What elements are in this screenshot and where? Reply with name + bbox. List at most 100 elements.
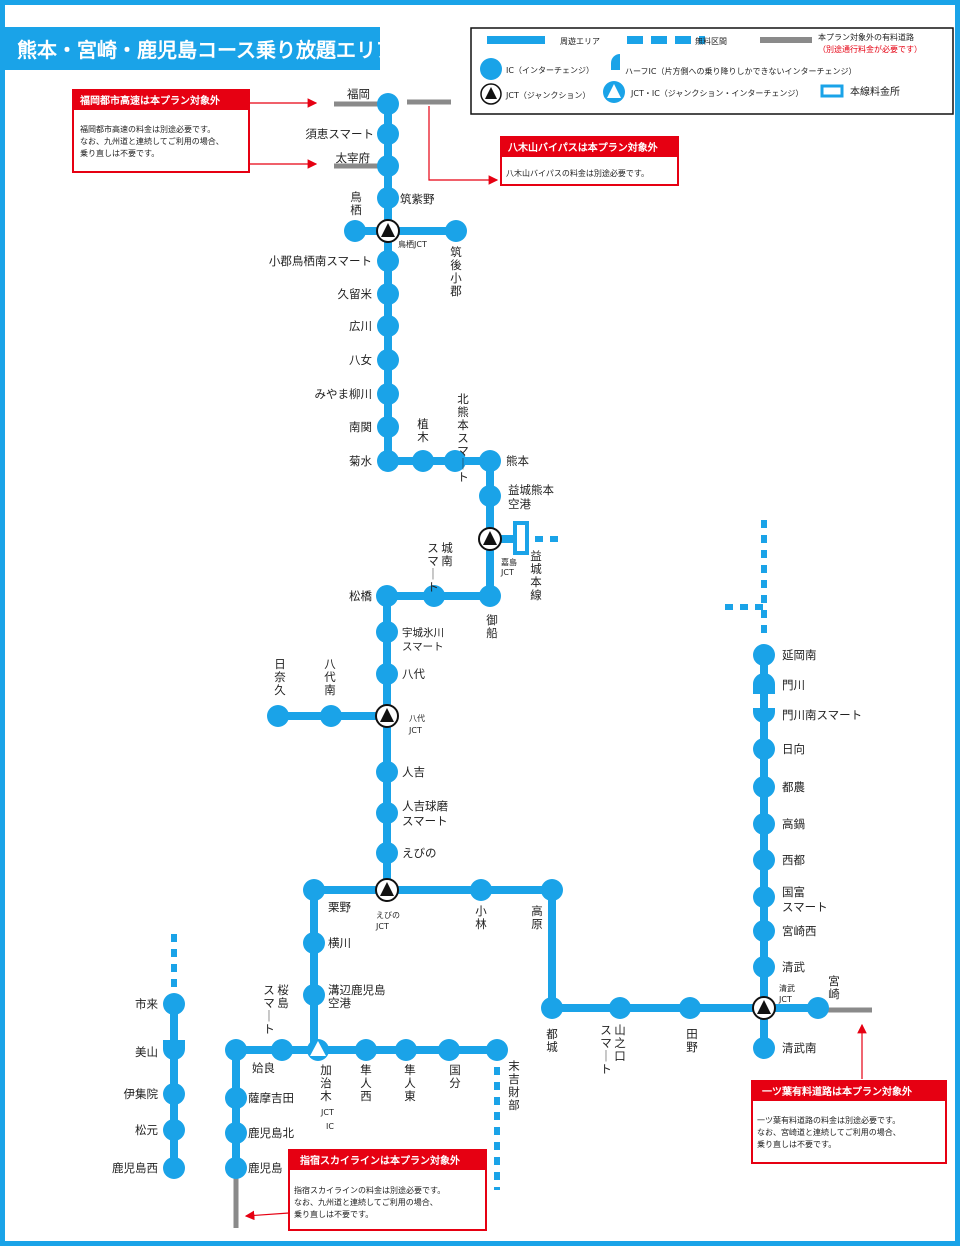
label-yatsushiro-jct-2: JCT	[408, 726, 422, 735]
label-ijuin: 伊集院	[124, 1087, 159, 1101]
label-hayato-higashi: 隼人東	[404, 1063, 416, 1103]
legend-toll-gate-label: 本線料金所	[850, 85, 900, 98]
label-kiyotake-minami: 清武南	[782, 1041, 817, 1055]
legend-ic-symbol	[480, 58, 502, 80]
label-nobeoka-minami: 延岡南	[782, 648, 817, 662]
label-uki-2: スマート	[402, 641, 444, 653]
label-nankan: 南関	[349, 420, 372, 434]
mashiki-toll-gate	[513, 521, 529, 555]
note-yagiyama: 八木山バイパスは本プラン対象外 八木山バイパスの料金は別途必要です。	[500, 136, 679, 186]
label-matsumoto: 松元	[135, 1123, 158, 1137]
label-hirokawa: 広川	[349, 319, 372, 333]
label-mashiki-2: 空港	[508, 497, 531, 511]
legend-ic-label: IC（インターチェンジ）	[506, 66, 594, 75]
svg-text:乗り直しは不要です。: 乗り直しは不要です。	[294, 1209, 373, 1219]
label-kajiki-jct-2: IC	[326, 1122, 334, 1131]
label-miyazaki-nishi: 宮崎西	[782, 924, 817, 938]
legend-area-label: 周遊エリア	[560, 36, 600, 46]
label-kashima-jct-2: JCT	[500, 568, 514, 577]
label-kurume: 久留米	[338, 287, 373, 301]
legend-jct-label: JCT（ジャンクション）	[505, 91, 590, 100]
label-aira: 姶良	[252, 1061, 275, 1075]
page-title: 熊本・宮崎・鹿児島コース乗り放題エリア	[17, 38, 396, 62]
label-tano: 田野	[686, 1027, 698, 1054]
route-map: 熊本・宮崎・鹿児島コース乗り放題エリア 周遊エリア 無料区間 本プラン対象外の有…	[5, 27, 954, 1231]
label-sueyoshi: 末吉財部	[508, 1059, 520, 1112]
label-hinagu: 日奈久	[274, 657, 286, 697]
jct-nodes	[307, 219, 776, 1061]
label-kagoshima-nishi: 鹿児島西	[112, 1161, 158, 1175]
label-kitakumamoto: 北熊本スマ｜ト	[457, 392, 469, 484]
label-tosu-jct: 鳥栖JCT	[398, 239, 427, 249]
label-hitoyoshi-kuma-1: 人吉球磨	[402, 799, 448, 813]
svg-text:乗り直しは不要です。: 乗り直しは不要です。	[80, 148, 159, 158]
note-fukuoka: 福岡都市高速は本プラン対象外 福岡都市高速の料金は別途必要です。 なお、九州道と…	[72, 89, 250, 173]
note-yagiyama-title: 八木山バイパスは本プラン対象外	[507, 141, 658, 154]
label-miyazaki: 宮崎	[828, 974, 840, 1001]
legend-jct-ic-label: JCT・IC（ジャンクション・インターチェンジ）	[630, 89, 803, 98]
label-ichiki: 市来	[135, 997, 158, 1011]
label-kiyotake-jct-1: 清武	[779, 983, 795, 993]
label-yatsushiro: 八代	[402, 667, 425, 681]
label-kurino: 栗野	[328, 900, 351, 914]
label-kumamoto: 熊本	[506, 454, 529, 468]
label-kunitomi-2: スマート	[782, 900, 828, 914]
label-kagoshima-kita: 鹿児島北	[248, 1126, 294, 1140]
note-fukuoka-title: 福岡都市高速は本プラン対象外	[79, 94, 220, 107]
label-fukuoka: 福岡	[347, 87, 370, 101]
legend-half-ic-label: ハーフIC（片方側への乗り降りしかできないインターチェンジ）	[625, 66, 856, 76]
ic-nodes	[163, 93, 829, 1179]
label-mashiki-toll: 益城本線	[530, 549, 542, 602]
label-hitoyoshi: 人吉	[402, 765, 425, 779]
label-dazaifu: 太宰府	[336, 151, 371, 165]
legend-outside-label: 本プラン対象外の有料道路	[818, 32, 914, 42]
label-kagoshima: 鹿児島	[248, 1161, 283, 1175]
ic-labels: 福岡 須恵スマート 太宰府 筑紫野 鳥栖 鳥栖JCT 筑後小郡 小郡鳥栖南スマー…	[112, 87, 862, 1175]
label-kashima-jct-1: 嘉島	[501, 557, 517, 567]
label-mizobe-1: 溝辺鹿児島	[328, 983, 386, 997]
label-tosu: 鳥栖	[350, 190, 362, 217]
label-takaharu: 高原	[531, 904, 543, 931]
label-ogori-tosu: 小郡鳥栖南スマート	[269, 254, 372, 268]
label-yokogawa: 横川	[328, 936, 351, 950]
label-saito: 西都	[782, 853, 805, 867]
svg-text:なお、宮崎道と連続してご利用の場合、: なお、宮崎道と連続してご利用の場合、	[757, 1127, 901, 1137]
label-yatsushiro-jct-1: 八代	[409, 713, 425, 723]
svg-text:なお、九州道と連続してご利用の場合、: なお、九州道と連続してご利用の場合、	[80, 136, 224, 146]
legend: 周遊エリア 無料区間 本プラン対象外の有料道路 （別途通行料金が必要です） IC…	[470, 27, 954, 115]
label-kokubu: 国分	[449, 1063, 461, 1090]
label-kiyotake: 清武	[782, 960, 805, 974]
label-yatsushiro-minami: 八代南	[324, 657, 336, 697]
label-sakurajima: スマ｜ト桜島	[263, 983, 289, 1036]
label-chikushino: 筑紫野	[400, 192, 435, 206]
legend-toll-gate-symbol	[820, 84, 844, 98]
note-hitotsuba: 一ツ葉有料道路は本プラン対象外 一ツ葉有料道路の料金は別途必要です。 なお、宮崎…	[751, 1080, 947, 1164]
label-hitoyoshi-kuma-2: スマート	[402, 814, 448, 828]
label-kunitomi-1: 国富	[782, 885, 805, 899]
label-sue: 須恵スマート	[305, 127, 374, 141]
label-mashiki-1: 益城熊本	[508, 483, 554, 497]
label-yame: 八女	[349, 353, 372, 367]
svg-text:一ツ葉有料道路の料金は別途必要です。: 一ツ葉有料道路の料金は別途必要です。	[757, 1115, 900, 1125]
svg-text:なお、九州道と連続してご利用の場合、: なお、九州道と連続してご利用の場合、	[294, 1197, 438, 1207]
label-kadogawa: 門川	[782, 678, 805, 692]
label-mizobe-2: 空港	[328, 996, 351, 1010]
label-kajiki-jct-1: JCT	[320, 1108, 334, 1117]
label-satsuma-yoshida: 薩摩吉田	[248, 1091, 294, 1105]
label-uki-1: 宇城氷川	[402, 626, 444, 639]
label-miyakonojo: 都城	[546, 1027, 558, 1054]
svg-text:八木山バイパスの料金は別途必要です。: 八木山バイパスの料金は別途必要です。	[506, 168, 649, 178]
label-kajiki: 加治木	[320, 1063, 332, 1103]
label-ebino-jct-2: JCT	[375, 922, 389, 931]
label-hayato-nishi: 隼人西	[360, 1063, 372, 1103]
title-banner	[5, 27, 380, 70]
free-sections	[171, 520, 767, 1190]
label-jonan: スマ｜ト城南	[427, 541, 453, 594]
label-hyuga: 日向	[782, 742, 805, 756]
note-hitotsuba-title: 一ツ葉有料道路は本プラン対象外	[762, 1085, 912, 1098]
label-takanabe: 高鍋	[782, 817, 805, 831]
legend-half-ic-symbol	[611, 54, 620, 70]
label-chikugo-ogori: 筑後小郡	[450, 245, 462, 298]
label-miyama-k: 美山	[135, 1045, 158, 1059]
